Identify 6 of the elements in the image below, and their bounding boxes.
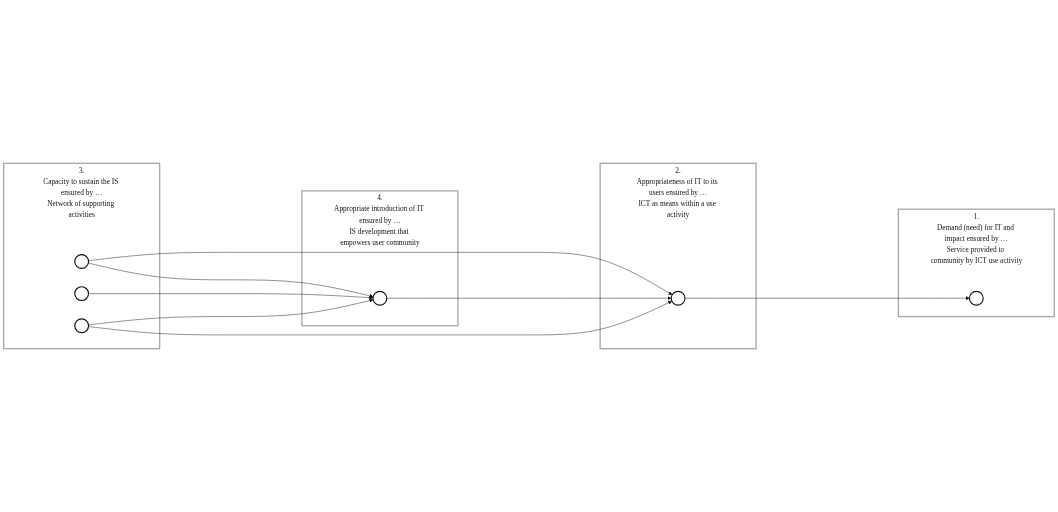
node-circle (74, 286, 90, 302)
node-circle (372, 290, 388, 306)
node-circle (968, 290, 984, 306)
node-circle (670, 290, 686, 306)
node-circle (74, 318, 90, 334)
node-circle (74, 254, 90, 269)
